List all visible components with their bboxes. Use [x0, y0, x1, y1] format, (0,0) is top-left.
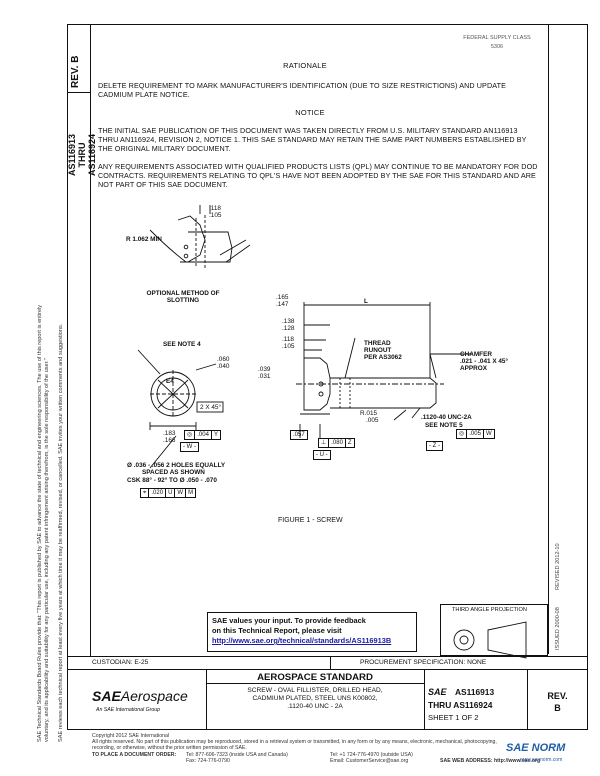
screw-shank-side: [330, 377, 437, 409]
projection-label: THIRD ANGLE PROJECTION: [452, 607, 527, 613]
rationale-heading: RATIONALE: [283, 61, 327, 70]
see-note-5: SEE NOTE 5: [425, 422, 463, 429]
part-description: SCREW - OVAL FILLISTER, DRILLED HEAD, CA…: [247, 687, 383, 710]
sheet-count: SHEET 1 OF 2: [428, 713, 479, 722]
rights-text: All rights reserved. No part of this pub…: [92, 739, 497, 745]
slot-shank: [188, 231, 233, 263]
thread-spec-leader: [393, 409, 407, 421]
figure-caption: FIGURE 1 - SCREW: [278, 517, 343, 524]
e4-mark: E4: [166, 378, 174, 385]
chamfer-label: CHAMFER .021 - .041 X 45° APPROX: [460, 351, 509, 372]
datum-u-box: - U -: [313, 450, 331, 460]
sae-logo: SAEAerospace: [92, 688, 188, 704]
rationale-text: DELETE REQUIREMENT TO MARK MANUFACTURER'…: [98, 81, 506, 100]
issued-date: ISSUED 2000-08: [555, 607, 561, 650]
see-note-4: SEE NOTE 4: [163, 341, 201, 348]
order-email[interactable]: Email: CustomerService@sae.org: [330, 758, 409, 764]
dim-138: .138: [282, 318, 295, 325]
feedback-line-1: SAE values your input. To provide feedba…: [212, 616, 366, 625]
dim-005: .005: [366, 417, 379, 424]
feedback-box: SAE values your input. To provide feedba…: [207, 612, 417, 652]
title-rev-label: REV.: [547, 691, 568, 701]
order-tel-2: Tel: +1 724-776-4970 (outside USA): [330, 752, 413, 758]
dim-031: .031: [258, 373, 271, 380]
revised-date: REVISED 2012-10: [555, 543, 561, 590]
order-tel: Tel: 877-606-7323 (inside USA and Canada…: [186, 752, 288, 758]
holes-leader: [149, 435, 177, 469]
rights-text-2: recording, or otherwise, without the pri…: [92, 745, 247, 751]
dim-183: .183: [163, 430, 176, 437]
chamfer-leader: [429, 353, 472, 379]
slot-dim-105: .105: [209, 212, 222, 219]
dim-r015: R.015: [360, 410, 378, 417]
custodian: CUSTODIAN: E-25: [92, 659, 149, 666]
dim-128: .128: [282, 325, 295, 332]
order-fax: Fax: 724-776-0790: [186, 758, 230, 764]
datum-w-box: - W -: [180, 442, 199, 452]
dim-057-box: .057: [290, 430, 308, 440]
thread-spec: .1120-40 UNC-2A: [421, 414, 472, 421]
feedback-link[interactable]: http://www.sae.org/technical/standards/A…: [212, 636, 392, 645]
standard-title: AEROSPACE STANDARD: [257, 672, 373, 683]
sae-web-address[interactable]: SAE WEB ADDRESS: http://www.sae.org: [440, 758, 541, 764]
radius-label: R 1.062 MIN: [126, 236, 162, 243]
title-rev-value: B: [554, 703, 561, 713]
watermark-url: www.saenorm.com: [520, 757, 563, 763]
notice-text-2: ANY REQUIREMENTS ASSOCIATED WITH QUALIFI…: [98, 162, 538, 190]
thread-runout-label: THREAD RUNOUT PER AS3062: [364, 340, 402, 361]
notice-heading: NOTICE: [295, 108, 325, 117]
dim-147: .147: [276, 301, 289, 308]
thread-runout-leader: [344, 337, 356, 379]
right-strip-divider: [548, 24, 549, 654]
dim-039: .039: [258, 366, 271, 373]
doc-number-divider: [67, 92, 91, 93]
feedback-line-2: on this Technical Report, please visit: [212, 626, 342, 635]
note4-leader: [137, 349, 161, 375]
drawing-frame: [67, 24, 588, 730]
dim-105b: .105: [282, 343, 295, 350]
dim-165: .165: [276, 294, 289, 301]
slot-head-profile: [177, 215, 206, 263]
title-num-1: AS116913: [455, 687, 495, 697]
slot-dim-118: .118: [209, 205, 221, 212]
left-strip-divider: [90, 24, 91, 656]
holes-note-2: SPACED AS SHOWN: [142, 469, 205, 476]
chamfer-box: [196, 401, 224, 413]
projection-cone: [487, 621, 527, 659]
order-label: TO PLACE A DOCUMENT ORDER:: [92, 752, 177, 758]
chamfer-2x45: 2 X 45°: [200, 404, 222, 411]
dim-060: .060: [217, 356, 230, 363]
dim-040: .040: [217, 363, 230, 370]
csk-note: CSK 88° - 92° TO Ø .050 - .070: [127, 477, 217, 484]
length-label-l: L: [364, 298, 368, 305]
screw-head-side: [303, 357, 331, 411]
head-hole: [318, 381, 324, 387]
datum-z-box: - Z -: [426, 441, 443, 451]
slotting-caption: OPTIONAL METHOD OF SLOTTING: [146, 290, 220, 304]
dim-166: .166: [163, 437, 176, 444]
sae-mark: SAE: [428, 687, 447, 697]
title-num-thru: THRU AS116924: [428, 700, 493, 710]
copyright: Copyright 2012 SAE International: [92, 733, 169, 739]
watermark-logo: SAE NORM: [506, 742, 566, 754]
slot-hole-1: [183, 244, 189, 250]
holes-note-1: Ø .036 - .056 2 HOLES EQUALLY: [127, 462, 226, 469]
notice-text-1: THE INITIAL SAE PUBLICATION OF THIS DOCU…: [98, 126, 527, 154]
supply-class-stamp: FEDERAL SUPPLY CLASS 5306: [463, 35, 531, 50]
procurement-spec: PROCUREMENT SPECIFICATION: NONE: [360, 659, 487, 666]
projection-circle: [453, 629, 475, 651]
slot-hole-2: [183, 253, 189, 259]
dim-118b: .118: [282, 336, 294, 343]
sae-logo-sub: An SAE International Group: [96, 707, 161, 713]
projection-box: [440, 604, 548, 656]
